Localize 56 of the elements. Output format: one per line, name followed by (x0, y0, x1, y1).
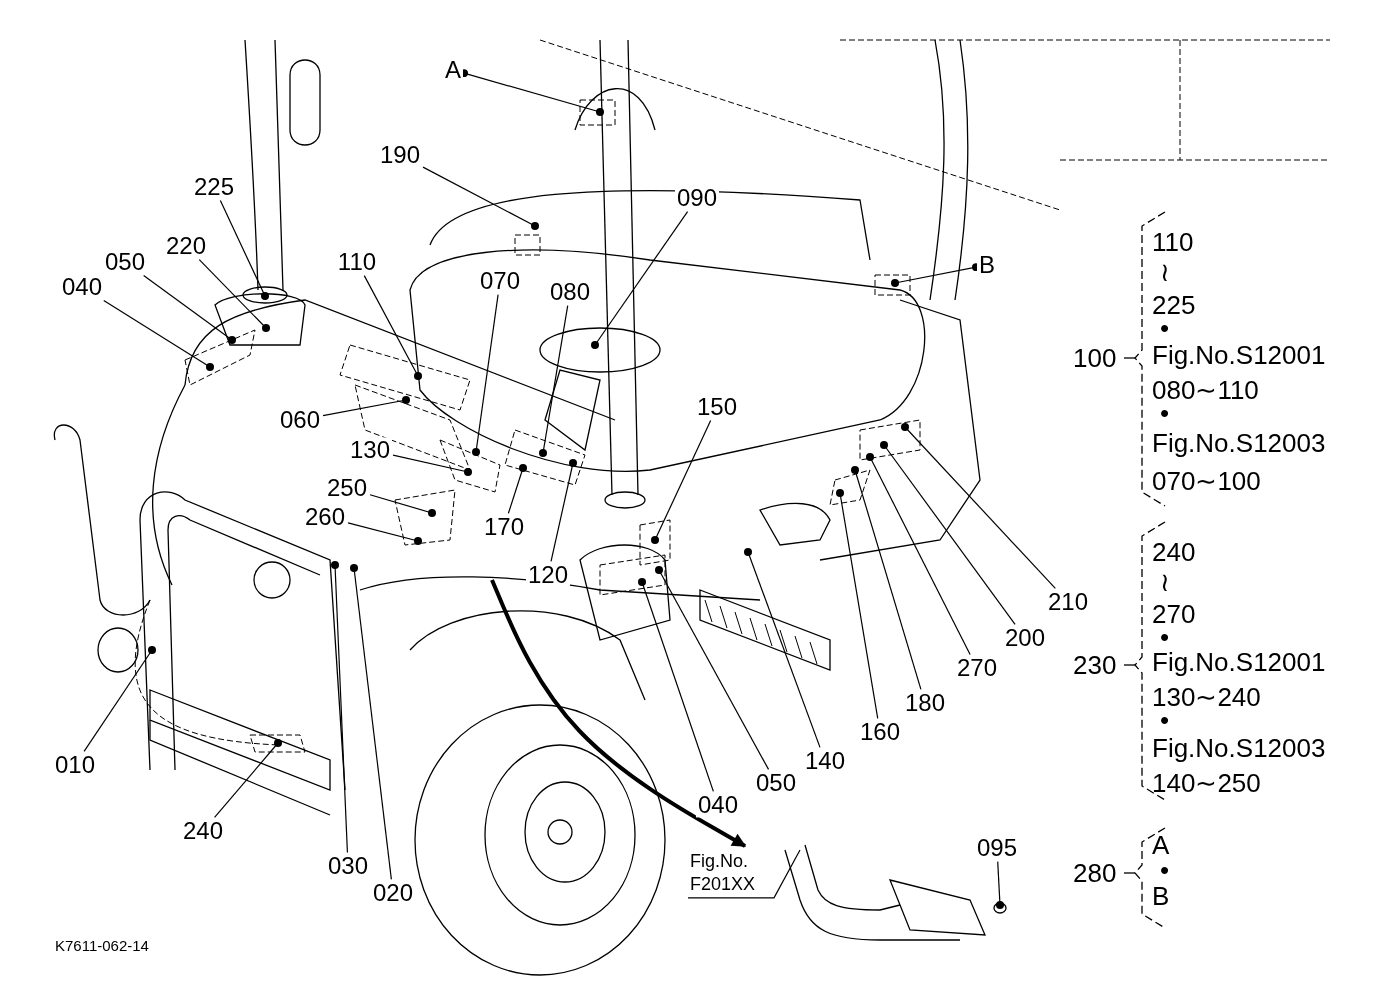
leader-line (422, 166, 539, 230)
curved-arrow (490, 579, 747, 848)
leader-line (851, 466, 922, 690)
leader-line (901, 423, 1056, 589)
part-number: 240 (1152, 539, 1196, 565)
leader-line (866, 453, 971, 655)
leader-line (651, 420, 712, 544)
range-mark: ≀ (1160, 569, 1170, 595)
part-range: 080∼110 (1152, 377, 1259, 403)
part-number: 270 (1152, 601, 1196, 627)
leader-line (322, 396, 410, 417)
part-number: 110 (1152, 229, 1194, 255)
leader-line (836, 489, 879, 719)
leader-line (539, 305, 569, 457)
leader-line (591, 211, 689, 349)
figure-reference: Fig.No.S12003 (1152, 735, 1326, 761)
part-range: 070∼100 (1152, 468, 1261, 494)
reference-letter: B (1152, 883, 1170, 909)
leader-line (638, 578, 714, 792)
separator-dot: • (1160, 624, 1170, 650)
leader-line (347, 522, 422, 545)
figure-reference: Fig.No.S12003 (1152, 430, 1326, 456)
leader-line (655, 566, 770, 770)
part-number: 280 (1073, 860, 1117, 886)
leader-line (369, 494, 436, 517)
leader-line (996, 861, 1004, 909)
leader-line (507, 464, 527, 514)
reference-letter: A (1152, 832, 1170, 858)
drawing-code: K7611-062-14 (55, 937, 149, 953)
leader-line (363, 275, 422, 380)
figure-reference: Fig.No.S12001 (1152, 342, 1326, 368)
figure-reference: Fig.No.S12001 (1152, 649, 1326, 675)
leader-line (880, 441, 1016, 625)
leader-line (83, 646, 156, 752)
leader-line (550, 459, 577, 562)
part-number: 100 (1073, 345, 1117, 371)
part-range: 140∼250 (1152, 770, 1261, 796)
separator-dot: • (1160, 857, 1170, 883)
part-number: 230 (1073, 652, 1117, 678)
part-range: 130∼240 (1152, 684, 1261, 710)
leader-line (103, 300, 214, 371)
separator-dot: • (1160, 400, 1170, 426)
part-number: 225 (1152, 292, 1196, 318)
leader-line (687, 849, 801, 899)
leader-line (198, 259, 270, 332)
leader-line (744, 548, 821, 748)
leader-line (219, 200, 269, 300)
leader-line (350, 564, 392, 880)
leader-line (214, 739, 282, 818)
separator-dot: • (1160, 707, 1170, 733)
separator-dot: • (1160, 315, 1170, 341)
leader-line (331, 561, 348, 853)
leader-line (143, 275, 236, 344)
range-mark: ≀ (1160, 259, 1170, 285)
leader-line (472, 294, 499, 456)
leader-line (392, 454, 472, 476)
